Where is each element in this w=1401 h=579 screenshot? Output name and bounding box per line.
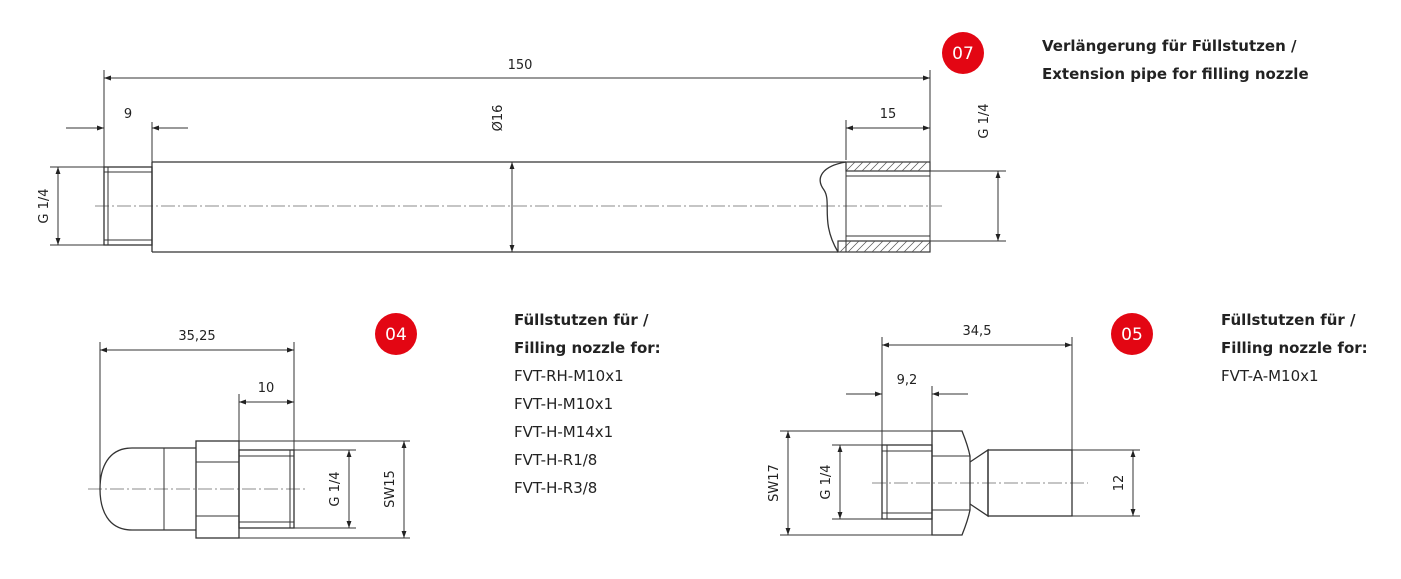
part04-dim-thread: G 1/4 xyxy=(328,471,343,506)
part07-title-line2: Extension pipe for filling nozzle xyxy=(1042,65,1309,83)
part05-title-line2: Filling nozzle for: xyxy=(1221,339,1368,357)
part07-dim-150: 150 xyxy=(508,58,533,73)
part04-model-4: FVT-H-R1/8 xyxy=(514,451,597,469)
part04-dim-total: 35,25 xyxy=(178,329,215,344)
part07-dim-9: 9 xyxy=(124,107,132,122)
part04-title-line2: Filling nozzle for: xyxy=(514,339,661,357)
part04-cap xyxy=(99,447,196,531)
part04-badge-circle xyxy=(375,313,417,355)
part07-title-line1: Verlängerung für Füllstutzen / xyxy=(1042,37,1297,55)
part05-dim-diameter: 12 xyxy=(1112,475,1127,492)
part04-dim-thread-len: 10 xyxy=(258,381,275,396)
part07-drawing: 150 9 Ø16 15 G 1/4 G 1/4 07 Verlängerung… xyxy=(37,32,1309,253)
part04-thread xyxy=(238,449,295,529)
part07-dim-thread-right: G 1/4 xyxy=(977,103,992,138)
part05-dim-wrench: SW17 xyxy=(767,464,782,502)
part04-title-line1: Füllstutzen für / xyxy=(514,311,649,329)
part04-drawing: 35,25 10 G 1/4 SW15 04 Füllstutzen für /… xyxy=(88,311,661,539)
part07-dim-diameter: Ø16 xyxy=(491,105,506,132)
part05-badge: 05 xyxy=(1121,325,1143,345)
part05-dim-thread-len: 9,2 xyxy=(897,373,918,388)
part05-title-line1: Füllstutzen für / xyxy=(1221,311,1356,329)
part05-model-1: FVT-A-M10x1 xyxy=(1221,367,1319,385)
part04-badge: 04 xyxy=(385,325,407,345)
part04-hex xyxy=(195,440,240,539)
part05-drawing: 34,5 9,2 SW17 G 1/4 12 05 Füllstutzen fü… xyxy=(767,311,1368,536)
part04-dim-wrench: SW15 xyxy=(383,470,398,508)
part05-tube xyxy=(987,449,1073,517)
part04-model-2: FVT-H-M10x1 xyxy=(514,395,613,413)
part07-badge: 07 xyxy=(952,44,974,64)
part04-model-3: FVT-H-M14x1 xyxy=(514,423,613,441)
part05-dim-total: 34,5 xyxy=(963,324,992,339)
part05-thread xyxy=(881,444,933,520)
part07-break-line xyxy=(819,161,847,253)
part05-badge-circle xyxy=(1111,313,1153,355)
part05-dim-thread: G 1/4 xyxy=(819,464,834,499)
part07-dim-thread-left: G 1/4 xyxy=(37,188,52,223)
part07-badge-circle xyxy=(942,32,984,74)
part07-pipe-body xyxy=(151,161,846,253)
part04-model-5: FVT-H-R3/8 xyxy=(514,479,597,497)
part07-dim-15: 15 xyxy=(880,107,897,122)
part04-model-1: FVT-RH-M10x1 xyxy=(514,367,624,385)
